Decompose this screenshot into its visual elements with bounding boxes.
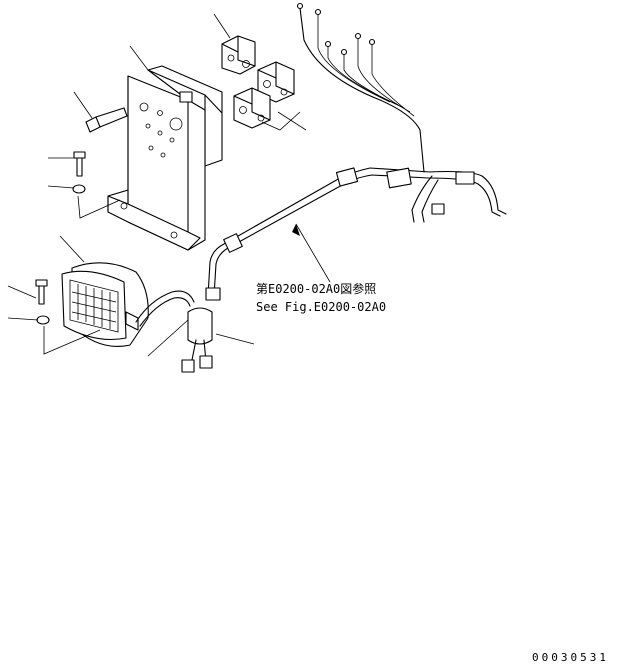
drawing-number: 00030531 — [532, 651, 609, 664]
washer-lower-left — [36, 315, 50, 325]
wiring-harness — [135, 2, 507, 373]
mounting-bracket — [107, 65, 223, 251]
bolt-lower-left — [35, 279, 48, 305]
bracket-bolt — [85, 107, 128, 133]
reference-japanese: 第E0200-02A0図参照 — [256, 281, 376, 296]
reference-english: See Fig.E0200-02A0 — [256, 300, 386, 314]
bolt-upper-left — [73, 151, 86, 177]
leader-lines — [7, 13, 331, 357]
relay-top — [221, 35, 256, 75]
relay-lower — [233, 87, 271, 129]
washer-upper-left — [72, 184, 86, 194]
work-lamp — [61, 262, 149, 348]
